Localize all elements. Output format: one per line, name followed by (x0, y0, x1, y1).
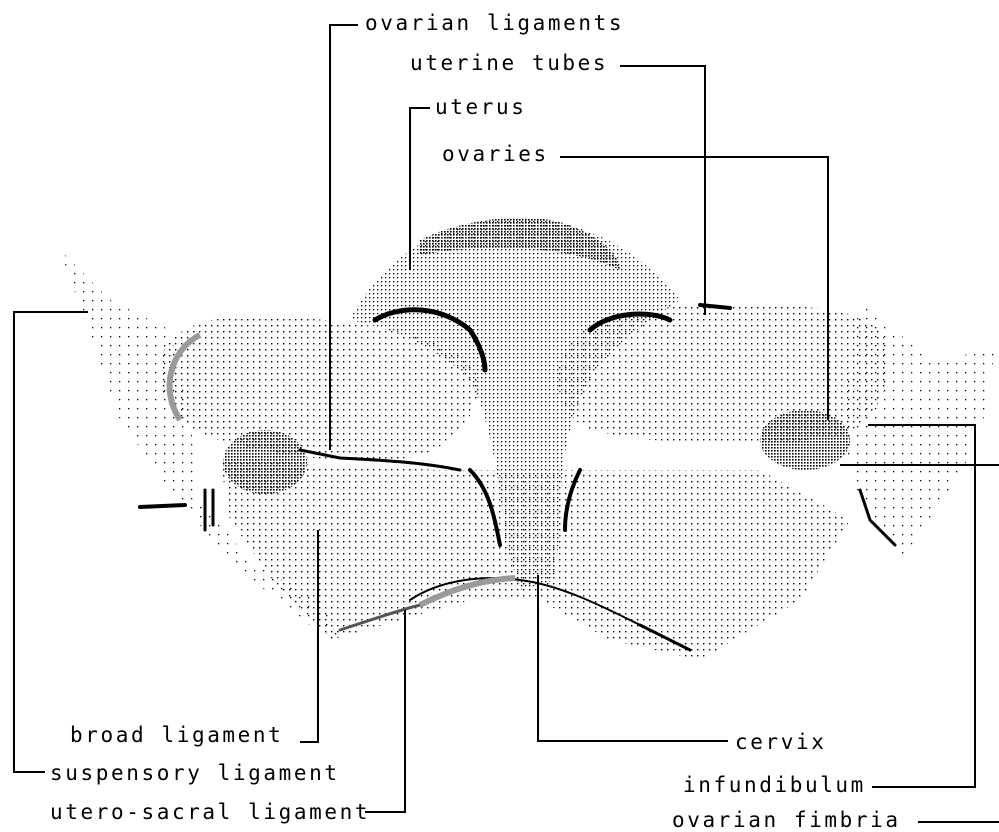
label-cervix: cervix (735, 730, 826, 754)
right-ovary (760, 410, 850, 470)
label-infundibulum: infundibulum (683, 773, 866, 797)
label-utero-sacral-ligament: utero-sacral ligament (50, 800, 370, 824)
label-uterus: uterus (435, 95, 526, 119)
label-ovarian-ligaments: ovarian ligaments (365, 11, 624, 35)
label-broad-ligament: broad ligament (70, 723, 283, 747)
label-uterine-tubes: uterine tubes (410, 51, 608, 75)
left-ovary (223, 430, 307, 494)
label-suspensory-ligament: suspensory ligament (50, 761, 340, 785)
label-ovarian-fimbria: ovarian fimbria (672, 808, 901, 832)
label-ovaries: ovaries (442, 142, 549, 166)
